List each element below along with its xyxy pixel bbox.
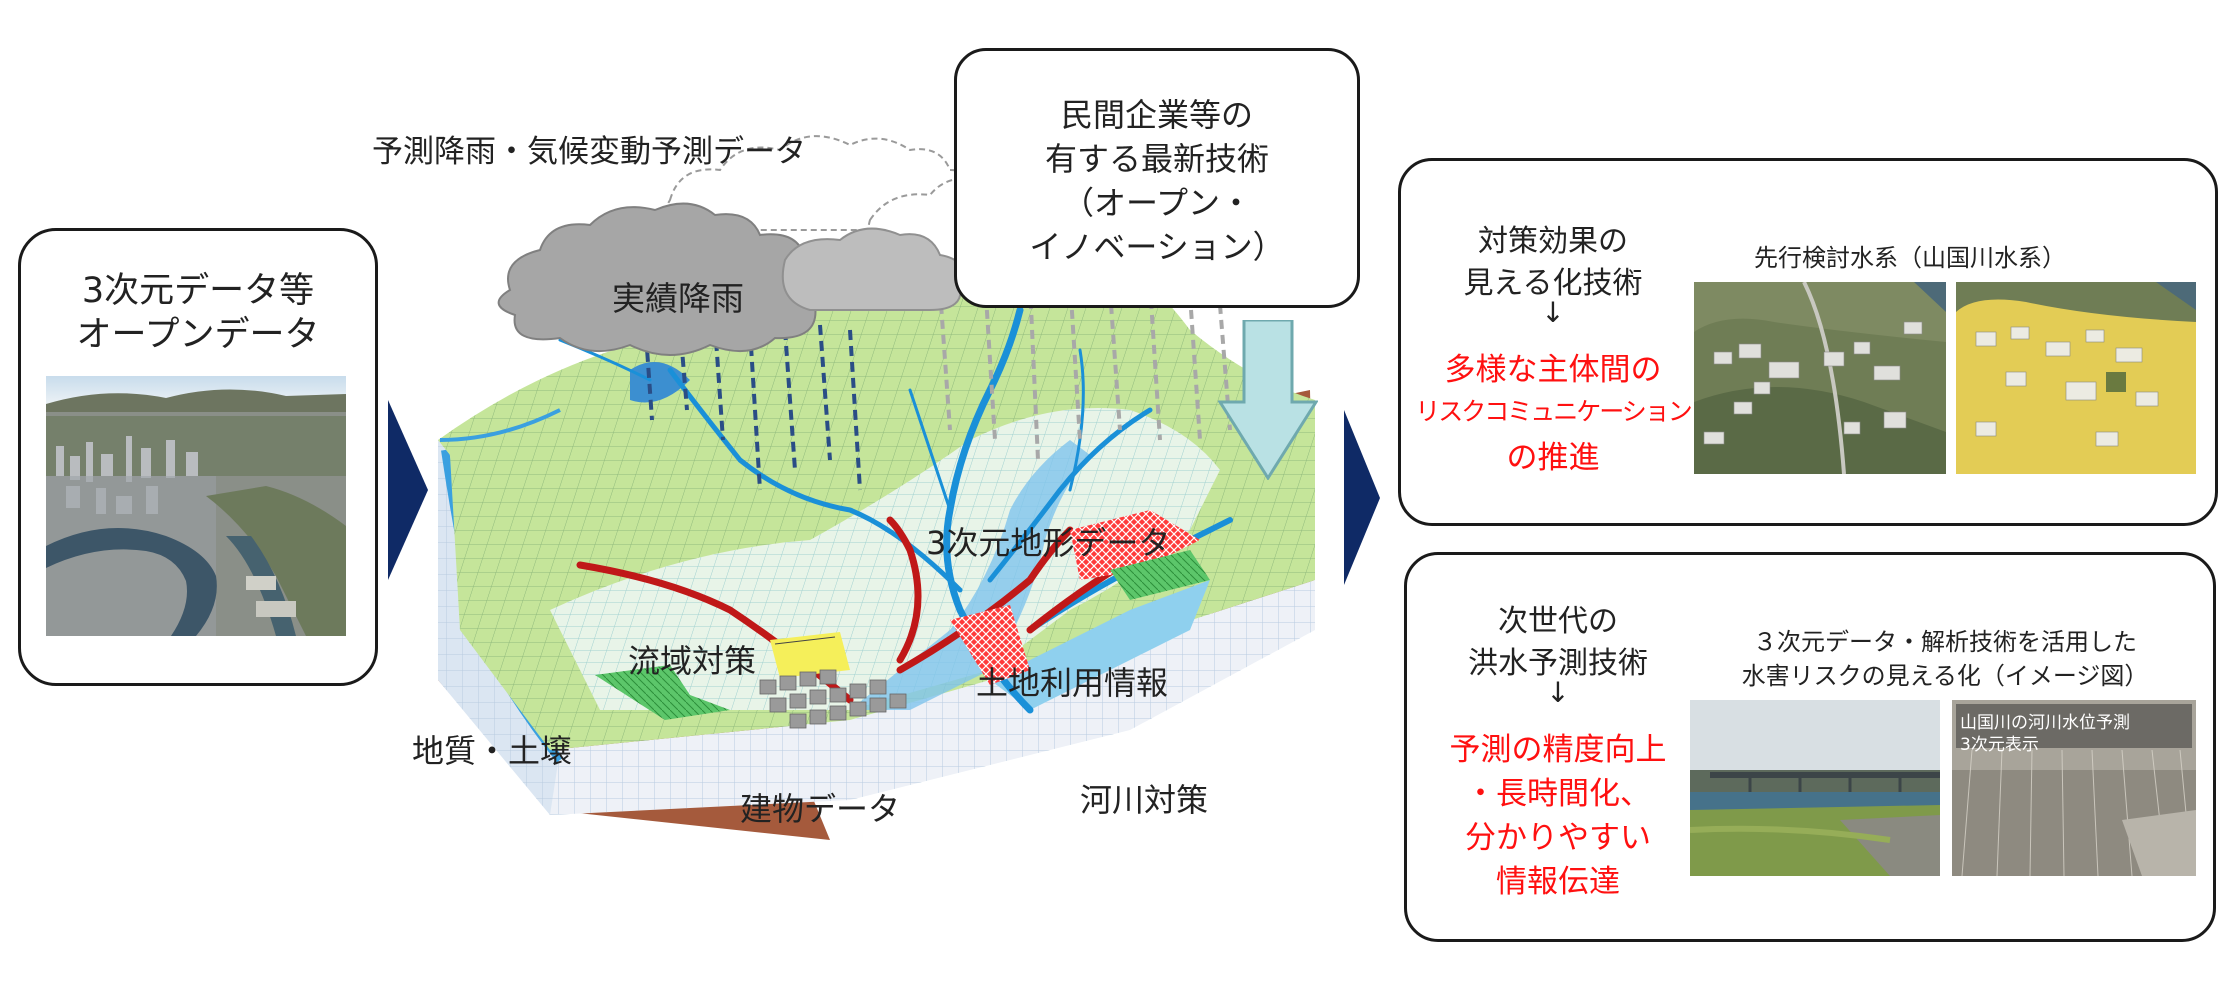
river-bank-photo xyxy=(1690,700,1940,876)
private-tech-box xyxy=(954,48,1360,308)
private-tech-line3: （オープン・ xyxy=(1061,184,1253,222)
visualization-down-arrow: ↓ xyxy=(1541,296,1565,329)
river-measures-label: 河川対策 xyxy=(1080,781,1209,819)
terrain-data-label: 3次元地形データ xyxy=(926,524,1171,562)
flood-forecast-result-line4: 情報伝達 xyxy=(1496,864,1620,900)
flood-forecast-result-line3: 分かりやすい xyxy=(1465,820,1651,856)
visualization-result-line1: 多様な主体間の xyxy=(1444,352,1662,388)
risk-visualization-caption-line1: ３次元データ・解析技術を活用した xyxy=(1753,628,2137,656)
city-3d-photo xyxy=(46,376,346,636)
yamakuni-aerial-photo xyxy=(1694,282,1946,474)
flood-forecast-down-arrow: ↓ xyxy=(1546,676,1570,709)
private-tech-line4: イノベーション） xyxy=(1029,228,1285,266)
land-use-label: 土地利用情報 xyxy=(976,664,1169,702)
cyan-down-arrow xyxy=(1218,320,1318,480)
risk-visualization-caption-line2: 水害リスクの見える化（イメージ図） xyxy=(1741,662,2149,690)
navy-arrow-left xyxy=(388,400,428,580)
rain-forecast-label: 予測降雨・気候変動予測データ xyxy=(372,134,806,170)
watershed-block-diagram xyxy=(438,135,1315,840)
yamakuni-flood-risk-image xyxy=(1956,282,2196,474)
private-tech-line2: 有する最新技術 xyxy=(1044,140,1269,178)
visualization-heading-line1: 対策効果の xyxy=(1478,224,1628,259)
yamakuni-caption: 先行検討水系（山国川水系） xyxy=(1754,244,2066,272)
basin-measures-label: 流域対策 xyxy=(628,642,757,680)
water-level-overlay-line1: 山国川の河川水位予測 xyxy=(1960,713,2130,733)
open-data-title-line2: オープンデータ xyxy=(76,315,320,355)
open-data-title-line1: 3次元データ等 xyxy=(81,271,315,311)
visualization-result-line2: リスクコミュニケーション xyxy=(1415,397,1693,426)
geology-soil-label: 地質・土壌 xyxy=(412,732,573,770)
building-data-label: 建物データ xyxy=(740,790,901,828)
visualization-heading-line2: 見える化技術 xyxy=(1463,266,1643,301)
flood-forecast-result-line2: ・長時間化、 xyxy=(1465,776,1651,812)
water-level-overlay-line2: 3次元表示 xyxy=(1960,735,2039,755)
flood-forecast-heading-line2: 洪水予測技術 xyxy=(1468,646,1648,681)
navy-arrow-right xyxy=(1344,410,1380,585)
flood-forecast-heading-line1: 次世代の xyxy=(1498,604,1618,639)
water-level-3d-photo xyxy=(1952,700,2196,876)
visualization-result-line3: の推進 xyxy=(1506,440,1600,476)
private-tech-line1: 民間企業等の xyxy=(1060,96,1253,134)
actual-rain-label: 実績降雨 xyxy=(612,279,744,318)
flood-forecast-result-line1: 予測の精度向上 xyxy=(1449,732,1667,768)
